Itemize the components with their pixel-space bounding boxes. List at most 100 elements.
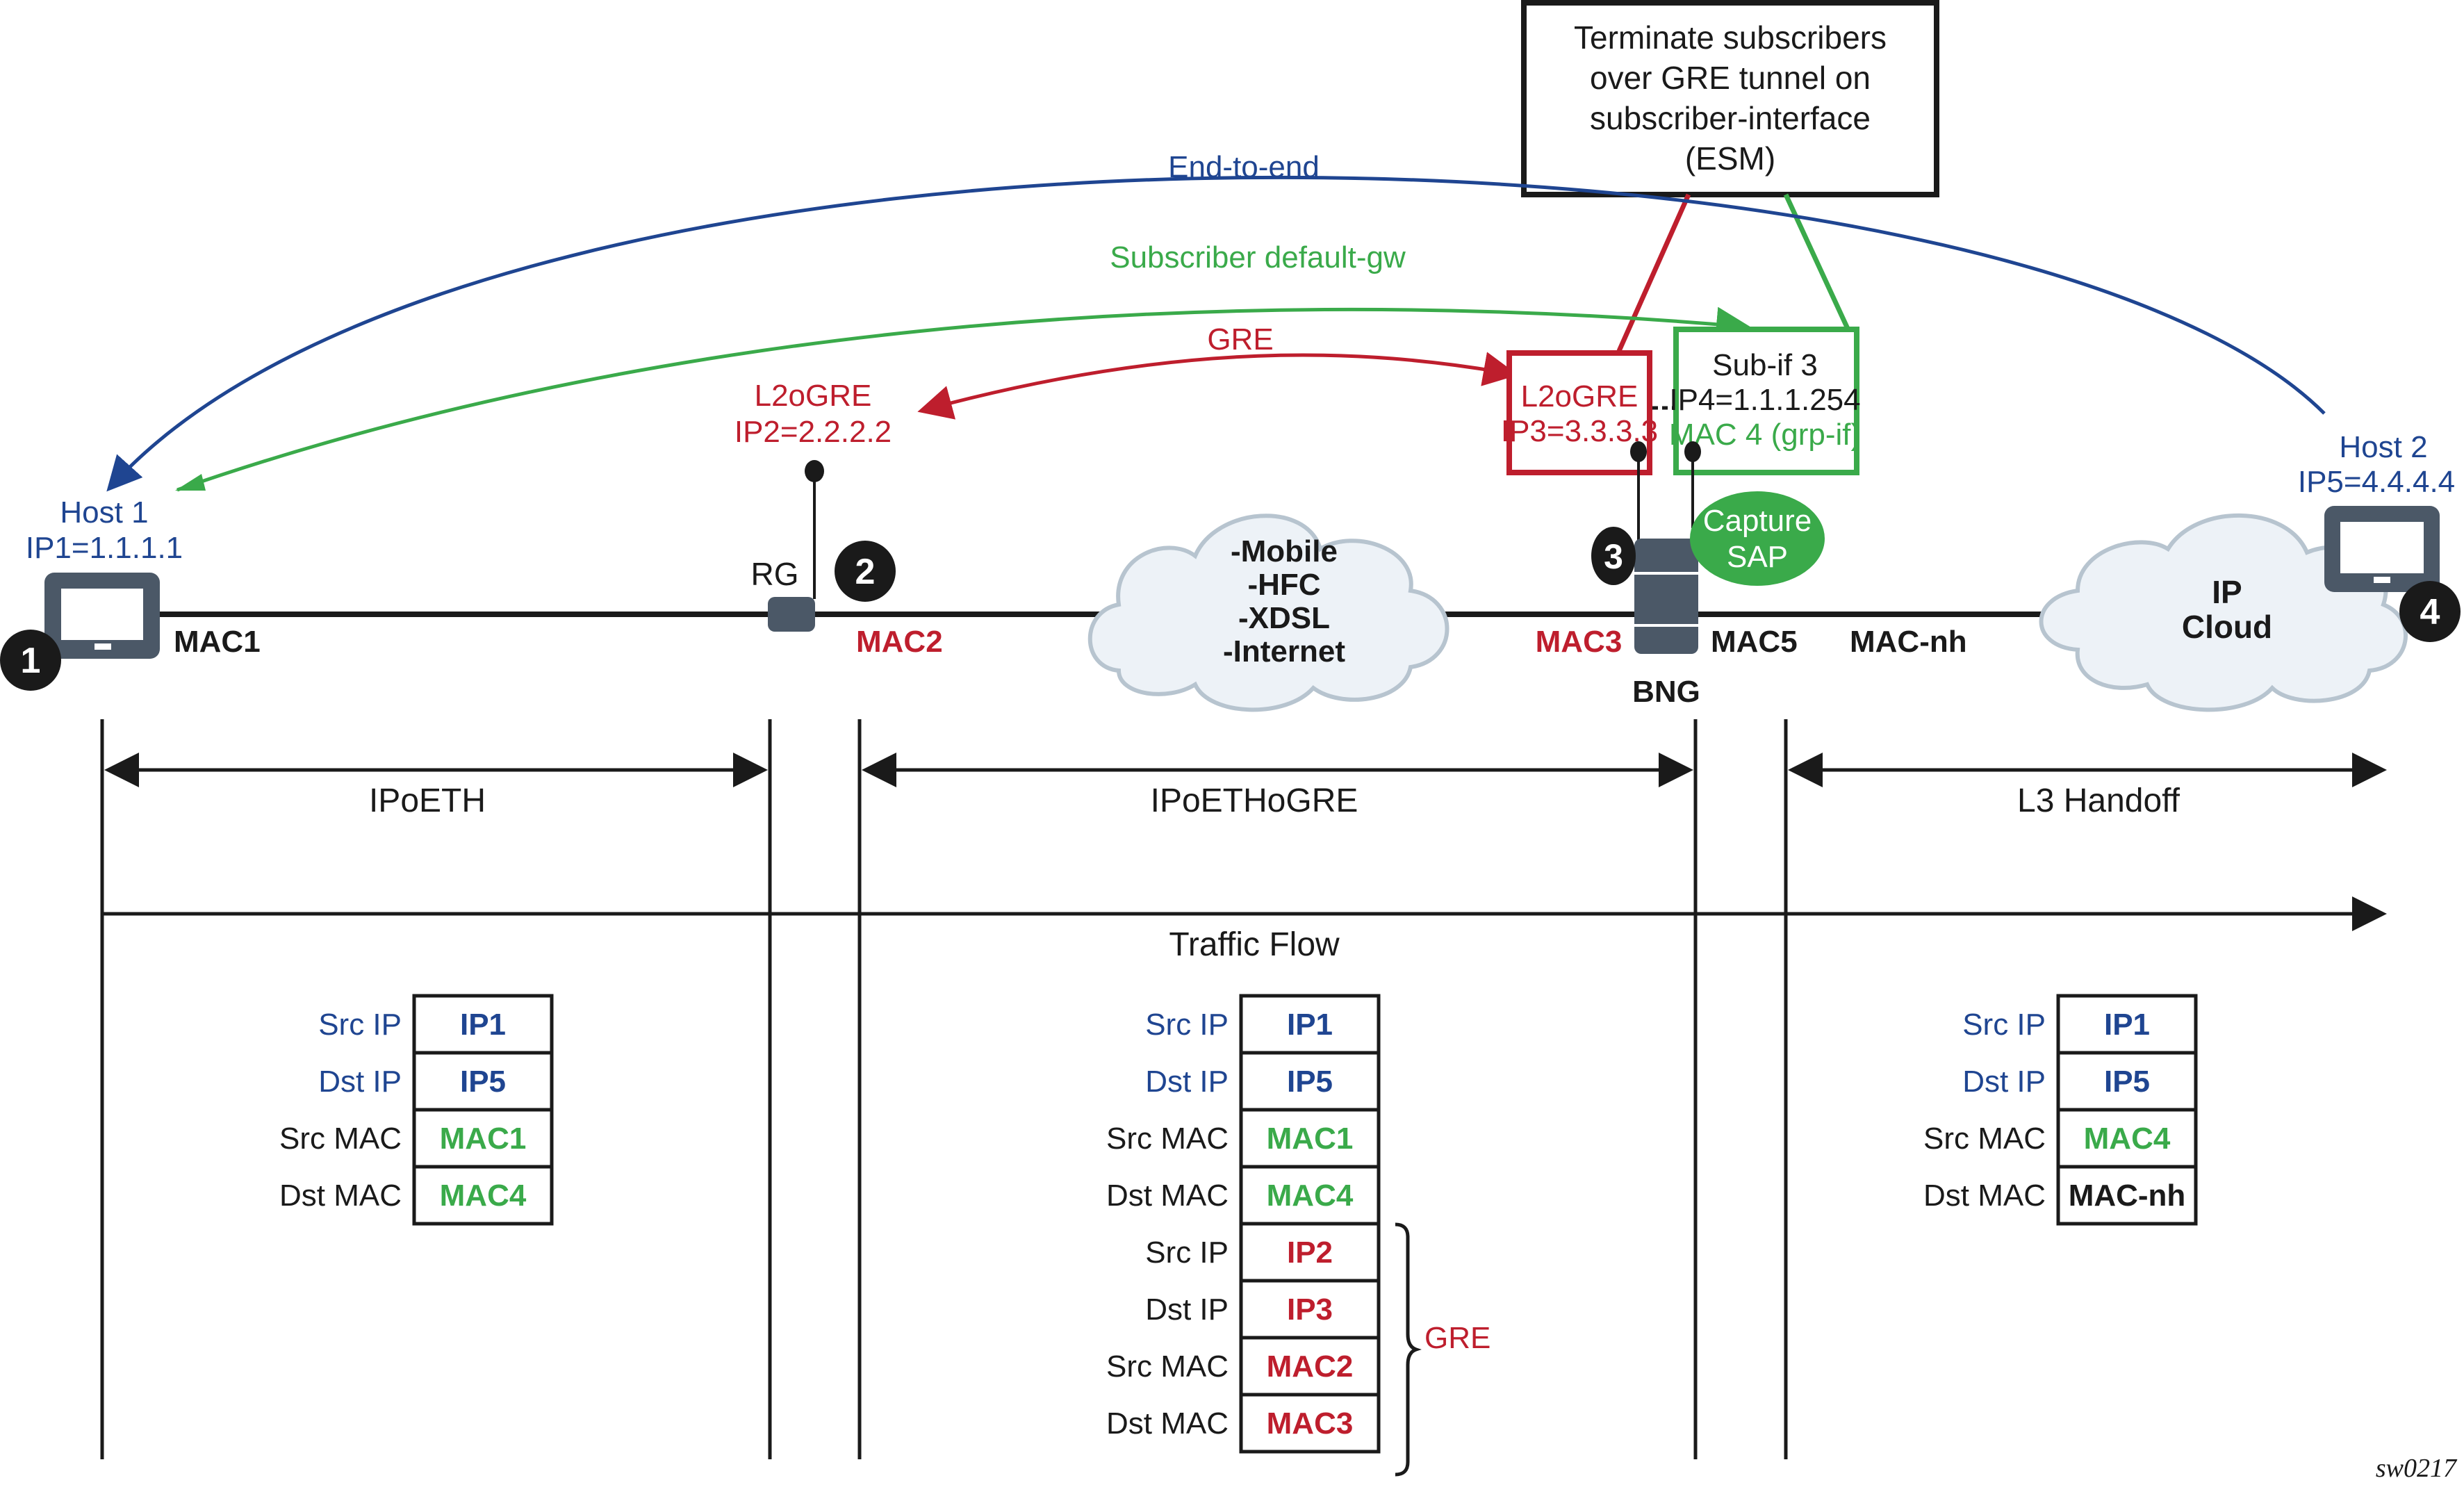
header-field-cell — [412, 1165, 554, 1226]
monitor-icon — [44, 573, 160, 659]
badge-1: 1 — [0, 630, 61, 691]
rg: L2oGRE IP2=2.2.2.2 RG 2 MAC2 — [734, 379, 943, 659]
header-field-value: IP5 — [2104, 1065, 2150, 1099]
svg-text:2: 2 — [855, 552, 876, 592]
default-gw-arc — [176, 306, 1751, 492]
header-field-cell — [1239, 1279, 1381, 1340]
header-field-cell — [1239, 994, 1381, 1055]
svg-text:1: 1 — [21, 641, 41, 681]
header-field-value: MAC4 — [1267, 1179, 1354, 1213]
header-field-label: Dst MAC — [279, 1179, 402, 1213]
ip-cloud-line: IP — [2212, 574, 2242, 610]
end-to-end-arc — [106, 175, 2326, 492]
callout-connector-red — [1616, 193, 1691, 352]
callout-line: (ESM) — [1685, 140, 1775, 177]
gre-arc — [917, 352, 1518, 420]
figure-id: sw0217 — [2376, 1454, 2458, 1483]
header-field-cell — [1239, 1222, 1381, 1283]
access-cloud-line: -Internet — [1223, 634, 1345, 668]
rg-tunnel-ip: IP2=2.2.2.2 — [734, 415, 892, 449]
badge-4: 4 — [2399, 581, 2461, 642]
subif-endpoint-dot — [1684, 441, 1701, 462]
capture-sap: Capture SAP — [1690, 491, 1825, 586]
header-field-label: Src IP — [1145, 1008, 1229, 1042]
gre-label: GRE — [1207, 322, 1273, 356]
header-field-cell — [1239, 1108, 1381, 1169]
bng-mac-in: MAC3 — [1536, 625, 1623, 659]
host2-ip: IP5=4.4.4.4 — [2298, 465, 2455, 499]
bng-mac-out: MAC5 — [1711, 625, 1798, 659]
header-field-cell — [412, 1051, 554, 1112]
header-field-label: Src IP — [318, 1008, 402, 1042]
header-field-value: IP1 — [460, 1008, 506, 1042]
callout-line: over GRE tunnel on — [1590, 60, 1871, 96]
header-field-label: Dst IP — [1962, 1065, 2046, 1099]
traffic-flow-label: Traffic Flow — [1169, 926, 1340, 963]
host1-ip: IP1=1.1.1.1 — [26, 531, 183, 565]
header-field-cell — [2056, 1108, 2198, 1169]
host1-name: Host 1 — [60, 495, 148, 530]
header-field-label: Src MAC — [1106, 1122, 1229, 1156]
rg-mac: MAC2 — [856, 625, 943, 659]
bng-subif-mac: MAC 4 (grp-if) — [1669, 418, 1861, 452]
bng: L2oGRE IP3=3.3.3.3 Sub-if 3 IP4=1.1.1.25… — [1501, 327, 1967, 709]
host1-mac: MAC1 — [174, 625, 261, 659]
bng-name: BNG — [1632, 675, 1700, 709]
bng-mac-nh: MAC-nh — [1850, 625, 1967, 659]
rg-name: RG — [751, 556, 799, 592]
default-gw-label: Subscriber default-gw — [1110, 240, 1406, 274]
l2ogre-endpoint-dot — [1630, 441, 1647, 462]
svg-text:SAP: SAP — [1727, 540, 1788, 574]
router-icon — [768, 597, 815, 632]
bng-l2ogre-box — [1506, 350, 1652, 475]
ip-cloud-line: Cloud — [2182, 609, 2272, 645]
bng-subif-label: Sub-if 3 — [1712, 348, 1818, 382]
svg-text:4: 4 — [2420, 592, 2440, 632]
host2: Host 2 IP5=4.4.4.4 4 — [2298, 430, 2461, 642]
end-to-end-label: End-to-end — [1168, 150, 1320, 184]
header-field-value: MAC1 — [440, 1122, 527, 1156]
access-cloud-line: -XDSL — [1238, 601, 1330, 635]
rg-tunnel-label: L2oGRE — [755, 379, 872, 413]
host1: Host 1 IP1=1.1.1.1 1 MAC1 — [0, 495, 261, 691]
bng-l2ogre-ip: IP3=3.3.3.3 — [1501, 414, 1658, 448]
header-field-value: MAC1 — [1267, 1122, 1354, 1156]
header-field-value: IP1 — [1287, 1008, 1333, 1042]
gre-brace-label: GRE — [1424, 1321, 1490, 1355]
header-field-label: Src MAC — [279, 1122, 402, 1156]
header-field-value: IP3 — [1287, 1293, 1333, 1327]
ip-cloud: IP Cloud — [2039, 513, 2408, 712]
access-cloud-line: -HFC — [1247, 568, 1320, 602]
callout-line: subscriber-interface — [1590, 100, 1871, 136]
segment-dividers — [100, 719, 1788, 1459]
gre-brace: GRE — [1395, 1222, 1490, 1477]
header-field-value: MAC3 — [1267, 1406, 1354, 1441]
callout-line: Terminate subscribers — [1574, 19, 1887, 56]
header-field-label: Dst IP — [1145, 1065, 1229, 1099]
header-field-cell — [412, 994, 554, 1055]
header-field-label: Dst IP — [1145, 1293, 1229, 1327]
header-field-value: IP5 — [1287, 1065, 1333, 1099]
bng-subif-box — [1673, 327, 1859, 475]
header-field-cell — [1239, 1393, 1381, 1454]
header-field-value: MAC-nh — [2069, 1179, 2186, 1213]
monitor-icon — [2324, 506, 2440, 592]
header-field-label: Src IP — [1962, 1008, 2046, 1042]
access-cloud: -Mobile -HFC -XDSL -Internet — [1087, 514, 1449, 712]
ipoeth-label: IPoETH — [369, 782, 486, 819]
header-field-value: IP5 — [460, 1065, 506, 1099]
default-gw-arrowhead-left — [175, 474, 206, 491]
header-field-value: MAC2 — [1267, 1349, 1354, 1384]
header-field-value: IP1 — [2104, 1008, 2150, 1042]
l3-handoff-label: L3 Handoff — [2017, 782, 2180, 819]
rg-endpoint-dot — [805, 460, 824, 482]
header-field-label: Src MAC — [1923, 1122, 2046, 1156]
access-cloud-line: -Mobile — [1231, 534, 1338, 568]
header-field-value: MAC4 — [2084, 1122, 2171, 1156]
esm-callout: Terminate subscribers over GRE tunnel on… — [1521, 0, 1939, 197]
header-field-label: Dst IP — [318, 1065, 402, 1099]
header-field-label: Dst MAC — [1923, 1179, 2046, 1213]
